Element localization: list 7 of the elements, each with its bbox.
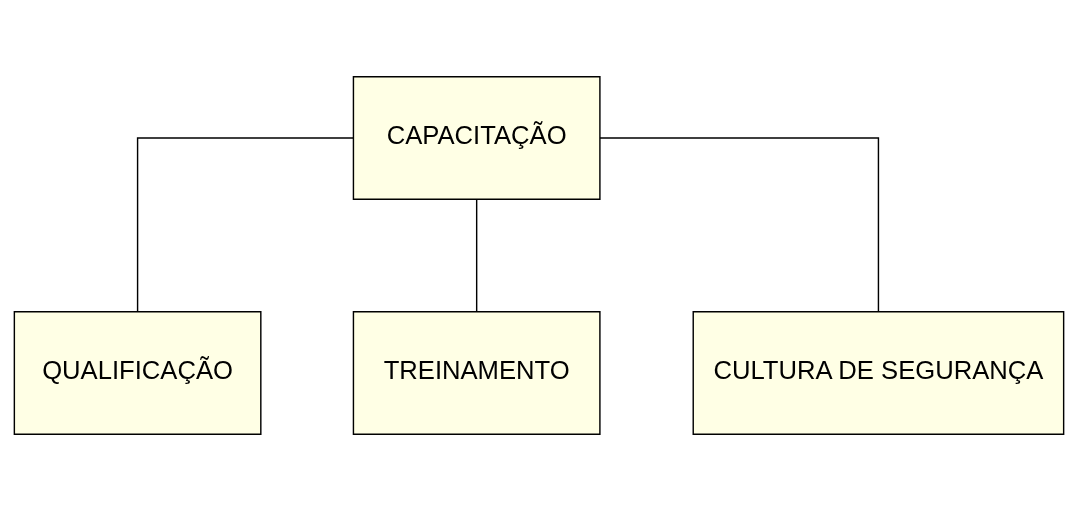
connector <box>136 136 354 312</box>
connector <box>475 198 478 312</box>
node-box: CULTURA DE SEGURANÇA <box>692 310 1065 435</box>
node-box: QUALIFICAÇÃO <box>13 310 262 435</box>
node-box: CAPACITAÇÃO <box>352 75 601 200</box>
node-box: TREINAMENTO <box>352 310 601 435</box>
connector <box>599 136 880 312</box>
